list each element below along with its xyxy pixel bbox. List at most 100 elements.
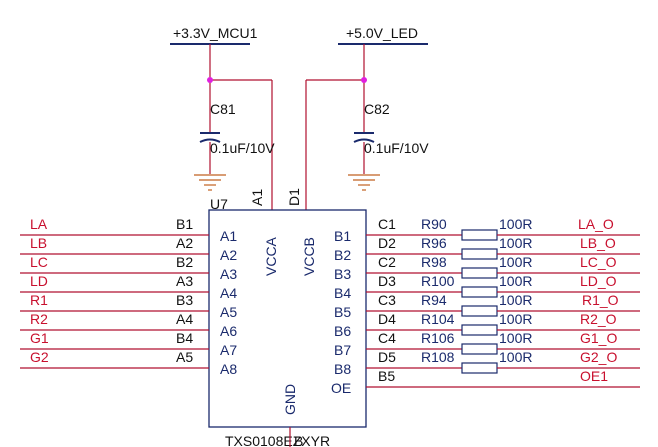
a-row: LB A2 A2 <box>20 235 237 263</box>
net-label: G1_O <box>580 330 617 346</box>
a-side-pins: LA B1 A1 LB A2 A2 LC B2 A3 LD A3 A4 R1 B… <box>20 216 237 377</box>
pin-label: A7 <box>220 342 237 358</box>
resistor-ref: R90 <box>421 216 447 232</box>
pin-label: A5 <box>220 304 237 320</box>
net-label: LC_O <box>580 254 617 270</box>
resistor-symbol <box>461 248 498 260</box>
resistor-symbol <box>461 343 498 355</box>
pin-label: B7 <box>334 342 351 358</box>
pin-label: A2 <box>220 247 237 263</box>
resistor-value: 100R <box>499 292 532 308</box>
resistor-value: 100R <box>499 235 532 251</box>
net-label: LD_O <box>580 273 617 289</box>
ball-label: A2 <box>176 235 193 251</box>
resistor-symbol <box>461 324 498 336</box>
cap-ref: C82 <box>364 101 390 117</box>
pin-label: B2 <box>334 247 351 263</box>
ball-label: D4 <box>378 311 396 327</box>
ball-label: A4 <box>176 311 193 327</box>
junction-dot <box>207 77 213 83</box>
ball-label: D2 <box>378 235 396 251</box>
pin-label: B1 <box>334 228 351 244</box>
capacitor-c81: C81 0.1uF/10V <box>199 101 275 174</box>
resistor-symbol <box>461 267 498 279</box>
a-row: R1 B3 A5 <box>20 292 237 320</box>
a-row: G1 B4 A7 <box>20 330 237 358</box>
pin-label: B3 <box>334 266 351 282</box>
net-label: LA_O <box>578 216 614 232</box>
ball-label: C2 <box>378 254 396 270</box>
resistor-symbol <box>461 229 498 241</box>
ball-label: B3 <box>176 292 193 308</box>
ball-label: B1 <box>176 216 193 232</box>
resistor-ref: R106 <box>421 330 455 346</box>
net-label: OE1 <box>580 368 608 384</box>
ball-label: A5 <box>176 349 193 365</box>
vcca-ball: A1 <box>249 189 265 206</box>
ball-label: B2 <box>176 254 193 270</box>
capacitor-c82: C82 0.1uF/10V <box>353 101 429 174</box>
net-label: LB_O <box>580 235 616 251</box>
resistor-ref: R96 <box>421 235 447 251</box>
net-label: G2_O <box>580 349 617 365</box>
b-row: B6 D4 R104 100R R2_O <box>334 311 640 339</box>
pin-label: OE <box>331 380 351 396</box>
net-label: LB <box>30 235 47 251</box>
net-label: R1 <box>30 292 48 308</box>
resistor-value: 100R <box>499 330 532 346</box>
chip-ref: U7 <box>210 196 228 212</box>
a-row: R2 A4 A6 <box>20 311 237 339</box>
net-label: LC <box>30 254 48 270</box>
pin-label: A8 <box>220 361 237 377</box>
net-label: R2_O <box>580 311 617 327</box>
resistor-symbol <box>461 286 498 298</box>
pin-label: A6 <box>220 323 237 339</box>
pin-label: A3 <box>220 266 237 282</box>
net-label: LD <box>30 273 48 289</box>
chip-body <box>208 209 367 428</box>
oe-row: OE B5 OE1 <box>331 368 640 396</box>
net-label: G1 <box>30 330 49 346</box>
a-row: LC B2 A3 <box>20 254 237 282</box>
vccb-ball: D1 <box>286 188 302 206</box>
cap-value: 0.1uF/10V <box>210 140 275 156</box>
resistor-symbol <box>461 305 498 317</box>
a-row: LA B1 A1 <box>20 216 237 244</box>
b-row: B1 C1 R90 100R LA_O <box>334 216 640 244</box>
resistor-ref: R104 <box>421 311 455 327</box>
junction-dot <box>361 77 367 83</box>
b-row: B8 D5 R108 100R G2_O <box>334 349 640 377</box>
a-row: G2 A5 A8 <box>20 349 237 377</box>
net-label: LA <box>30 216 48 232</box>
b-row: B4 D3 R100 100R LD_O <box>334 273 640 301</box>
ball-label: D3 <box>378 273 396 289</box>
ball-label: C4 <box>378 330 396 346</box>
chip-part: TXS0108EZXYR <box>225 433 330 447</box>
ground-symbol <box>348 174 380 191</box>
pin-label: B5 <box>334 304 351 320</box>
resistor-value: 100R <box>499 216 532 232</box>
resistor-ref: R108 <box>421 349 455 365</box>
b-row: B5 C3 R94 100R R1_O <box>334 292 640 320</box>
resistor-value: 100R <box>499 349 532 365</box>
gnd-label: GND <box>282 384 298 415</box>
cap-value: 0.1uF/10V <box>364 140 429 156</box>
rail-label-mcu: +3.3V_MCU1 <box>173 25 258 41</box>
pin-label: B6 <box>334 323 351 339</box>
b-row: B2 D2 R96 100R LB_O <box>334 235 640 263</box>
cap-ref: C81 <box>210 101 236 117</box>
net-label: R2 <box>30 311 48 327</box>
resistor-value: 100R <box>499 254 532 270</box>
ball-label: A3 <box>176 273 193 289</box>
ball-label: B5 <box>378 368 395 384</box>
resistor-ref: R94 <box>421 292 447 308</box>
resistor-value: 100R <box>499 273 532 289</box>
gnd-ball: B <box>294 433 303 447</box>
pin-label: A4 <box>220 285 237 301</box>
net-label: R1_O <box>582 292 619 308</box>
a-row: LD A3 A4 <box>20 273 237 301</box>
b-row: B7 C4 R106 100R G1_O <box>334 330 640 358</box>
ball-label: C1 <box>378 216 396 232</box>
ground-symbol <box>194 174 226 191</box>
